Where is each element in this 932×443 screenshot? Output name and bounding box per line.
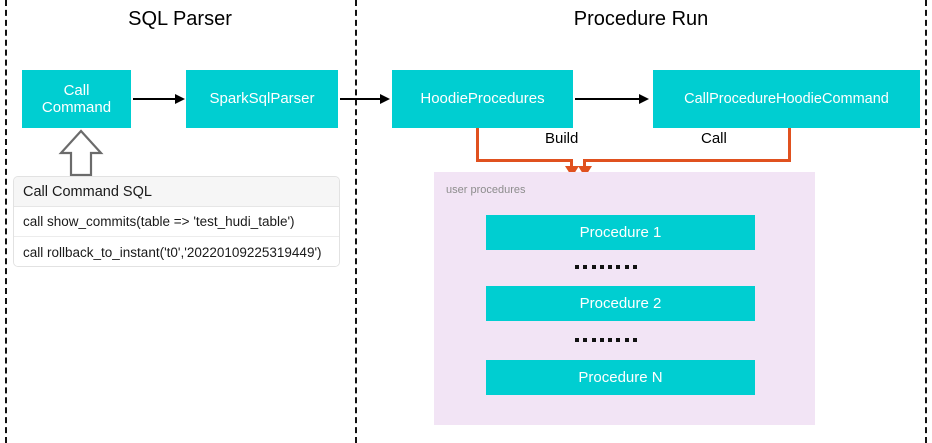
procedure-box-1-label: Procedure 1 — [579, 224, 662, 241]
separator-dot — [575, 265, 579, 269]
node-hoodie-procedures[interactable]: HoodieProcedures — [392, 70, 573, 128]
node-hoodie-procedures-label: HoodieProcedures — [420, 90, 545, 108]
arrow-callcommand-to-sparksqlparser — [133, 98, 177, 100]
node-call-command-line1: Call — [63, 81, 90, 99]
procedure-box-3[interactable]: Procedure N — [486, 360, 755, 395]
separator-dot — [583, 265, 588, 269]
procedure-separator-dots-2 — [575, 337, 637, 343]
arrow-head-icon-1 — [175, 93, 185, 104]
procedure-box-2-label: Procedure 2 — [579, 295, 662, 312]
build-connector-vertical-right — [570, 159, 573, 169]
separator-dot — [608, 338, 613, 342]
arrow-sparksqlparser-to-hoodieprocedures — [340, 98, 382, 100]
separator-dot — [608, 265, 613, 269]
middle-dashed-divider — [355, 0, 357, 443]
procedure-box-2[interactable]: Procedure 2 — [486, 286, 755, 321]
left-dashed-divider — [5, 0, 7, 443]
node-spark-sql-parser[interactable]: SparkSqlParser — [186, 70, 338, 128]
build-arrow-head-icon — [564, 166, 579, 177]
build-connector-vertical-left — [476, 128, 479, 162]
separator-dot — [575, 338, 579, 342]
separator-dot — [599, 338, 604, 342]
call-connector-horizontal — [583, 159, 791, 162]
arrow-hoodieprocedures-to-callprocedurehoodiecommand — [575, 98, 641, 100]
separator-dot — [583, 338, 588, 342]
node-call-command-line2: Command — [41, 99, 112, 116]
arrow-head-icon-3 — [639, 93, 649, 104]
separator-dot — [599, 265, 604, 269]
call-connector-vertical-right — [788, 128, 791, 162]
separator-dot — [616, 265, 621, 269]
sql-table-row[interactable]: call rollback_to_instant('t0','202201092… — [14, 237, 339, 266]
section-title-sql-parser: SQL Parser — [128, 8, 232, 30]
procedure-box-1[interactable]: Procedure 1 — [486, 215, 755, 250]
procedure-separator-dots-1 — [575, 264, 637, 270]
call-connector-label: Call — [697, 130, 731, 147]
sql-table-header: Call Command SQL — [14, 177, 339, 207]
call-arrow-head-icon — [577, 166, 592, 177]
separator-dot — [624, 338, 629, 342]
sql-table-row[interactable]: call show_commits(table => 'test_hudi_ta… — [14, 207, 339, 237]
separator-dot — [624, 265, 629, 269]
node-spark-sql-parser-label: SparkSqlParser — [209, 90, 315, 108]
arrow-head-icon-2 — [380, 93, 390, 104]
separator-dot — [632, 338, 637, 342]
call-command-sql-table: Call Command SQL call show_commits(table… — [13, 176, 340, 267]
build-connector-label: Build — [541, 130, 583, 147]
node-call-procedure-hoodie-command-label: CallProcedureHoodieCommand — [684, 90, 889, 107]
separator-dot — [632, 265, 637, 269]
node-call-procedure-hoodie-command[interactable]: CallProcedureHoodieCommand — [653, 70, 920, 128]
right-dashed-divider — [925, 0, 927, 443]
user-procedures-label: user procedures — [446, 184, 526, 196]
call-connector-vertical-left — [583, 159, 586, 169]
procedure-box-3-label: Procedure N — [578, 369, 663, 386]
build-connector-horizontal — [476, 159, 573, 162]
separator-dot — [616, 338, 621, 342]
block-up-arrow-icon — [58, 129, 104, 177]
separator-dot — [591, 265, 596, 269]
section-title-procedure-run: Procedure Run — [573, 8, 709, 30]
separator-dot — [591, 338, 596, 342]
node-call-command[interactable]: Call Command — [22, 70, 131, 128]
